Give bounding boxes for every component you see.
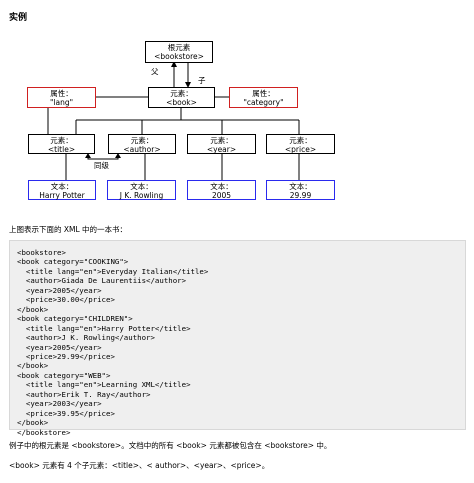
text-node-year-value: 2005 [211,191,232,200]
text-node-author-value: J K. Rowling [119,191,164,200]
child-node-year-label: 元素： [210,136,233,145]
paragraph-child-elements: <book> 元素有 4 个子元素：<title>、< author>、<yea… [9,461,270,470]
text-node-price-value: 29.99 [289,191,312,200]
text-node-title-label: 文本： [50,182,74,191]
text-node-author: 文本： J K. Rowling [107,180,176,200]
child-node-title-label: 元素： [50,136,73,145]
diagram-caption: 上图表示下面的 XML 中的一本书： [9,225,128,234]
edge-label-sibling: 同级 [94,161,109,170]
root-node-label: 根元素 [167,43,191,52]
attribute-node-category-value: "category" [243,98,284,107]
attribute-node-category-label: 属性： [252,89,275,98]
attribute-node-category: 属性： "category" [229,87,298,108]
text-node-price-label: 文本： [289,182,312,191]
root-node: 根元素 <bookstore> [145,41,213,63]
text-node-year: 文本： 2005 [187,180,256,200]
xml-code-block: <bookstore> <book category="COOKING"> <t… [9,240,466,437]
child-node-price-value: <price> [284,145,317,154]
child-node-author: 元素： <author> [108,134,176,154]
xml-code-text: <bookstore> <book category="COOKING"> <t… [17,248,209,437]
child-node-author-label: 元素： [130,136,154,145]
child-node-author-value: <author> [123,145,161,154]
edge-label-child: 子 [198,76,206,85]
attribute-node-lang: 属性： "lang" [27,87,96,108]
text-node-title: 文本： Harry Potter [28,180,96,200]
root-node-value: <bookstore> [154,52,204,61]
text-node-year-label: 文本： [210,182,233,191]
child-node-price: 元素： <price> [266,134,335,154]
attribute-node-lang-label: 属性： [50,89,73,98]
text-node-author-label: 文本： [130,182,153,191]
child-node-year: 元素： <year> [187,134,256,154]
book-node-label: 元素： [170,89,193,98]
diagram-connectors [47,61,300,180]
paragraph-root-element: 例子中的根元素是 <bookstore>。文档中的所有 <book> 元素都被包… [9,441,332,450]
child-node-year-value: <year> [206,145,237,154]
book-node-value: <book> [166,98,197,107]
attribute-node-lang-value: "lang" [49,98,74,107]
text-node-title-value: Harry Potter [39,191,85,200]
edge-label-parent: 父 [151,67,159,76]
page-heading: 实例 [9,13,28,23]
child-node-price-label: 元素： [289,136,312,145]
child-node-title-value: <title> [47,145,76,154]
child-node-title: 元素： <title> [28,134,95,154]
text-node-price: 文本： 29.99 [266,180,335,200]
book-node: 元素： <book> [148,87,215,108]
